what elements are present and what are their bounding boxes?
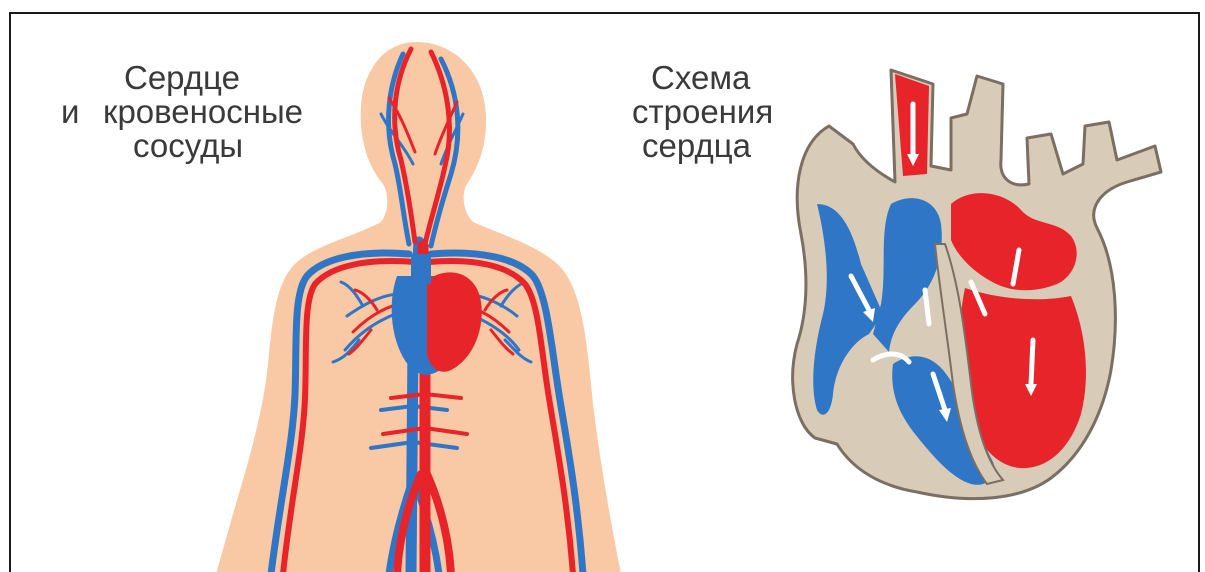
flow-arrow-7 — [1031, 340, 1033, 384]
diagram-frame: Сердце и кровеносные сосуды Схема строен… — [9, 12, 1200, 572]
heart-cross-section — [11, 14, 1200, 572]
